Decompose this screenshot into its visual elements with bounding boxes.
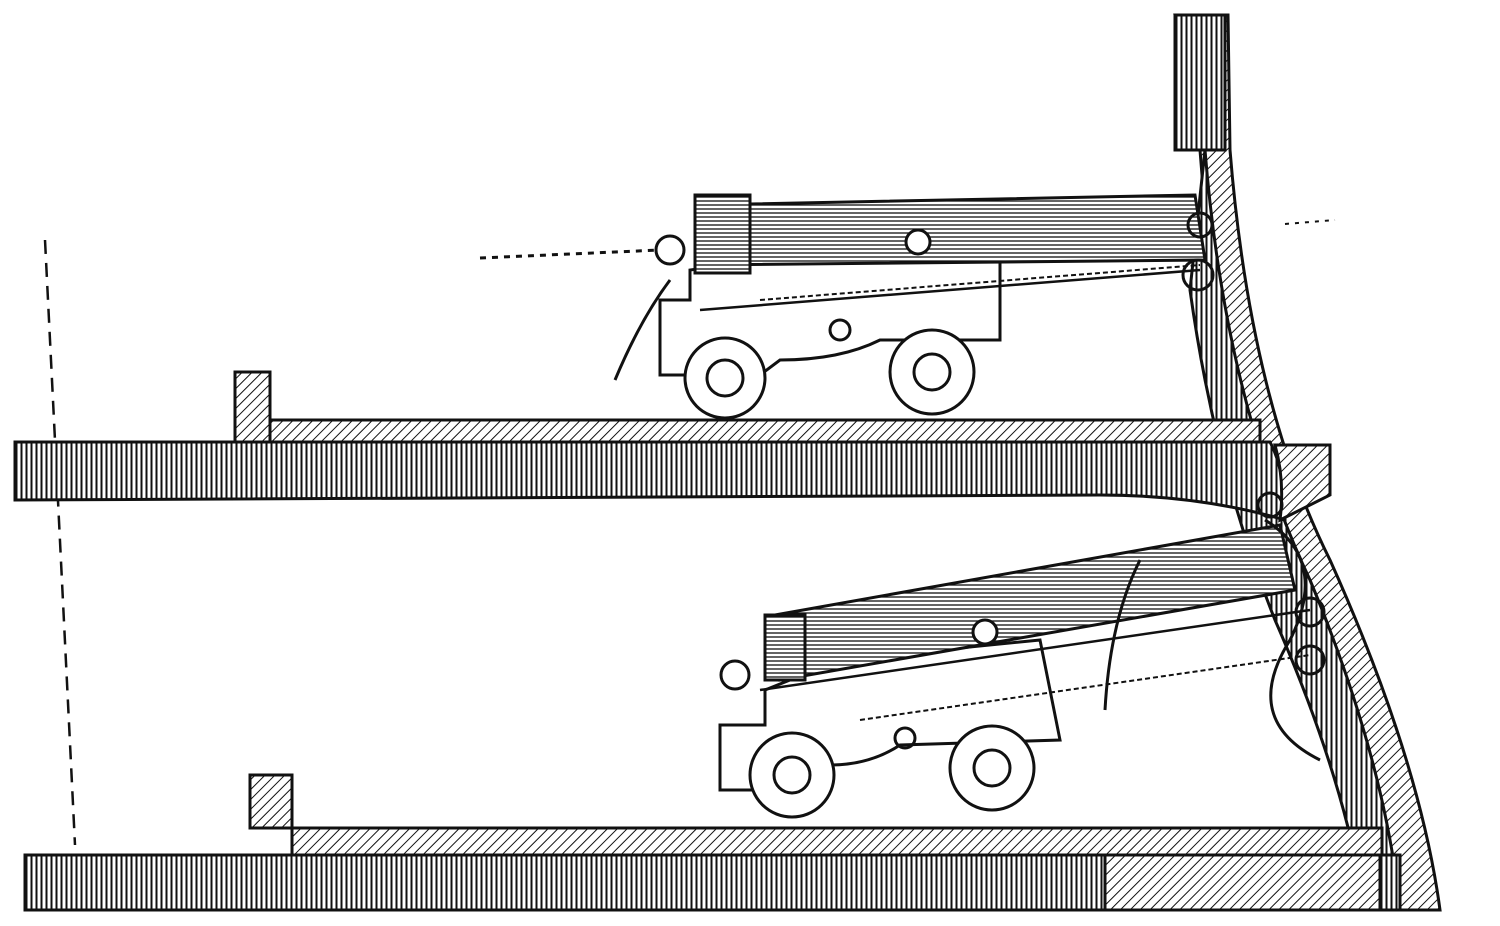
dashed-reference-line [43,239,77,846]
lower-gun [718,491,1326,819]
upper-gun [613,193,1215,420]
upper-deck [13,370,1332,523]
upper-gun-sight-line-outer [1284,219,1336,225]
lower-deck [23,773,1402,912]
upper-gun-sight-line [479,248,661,260]
